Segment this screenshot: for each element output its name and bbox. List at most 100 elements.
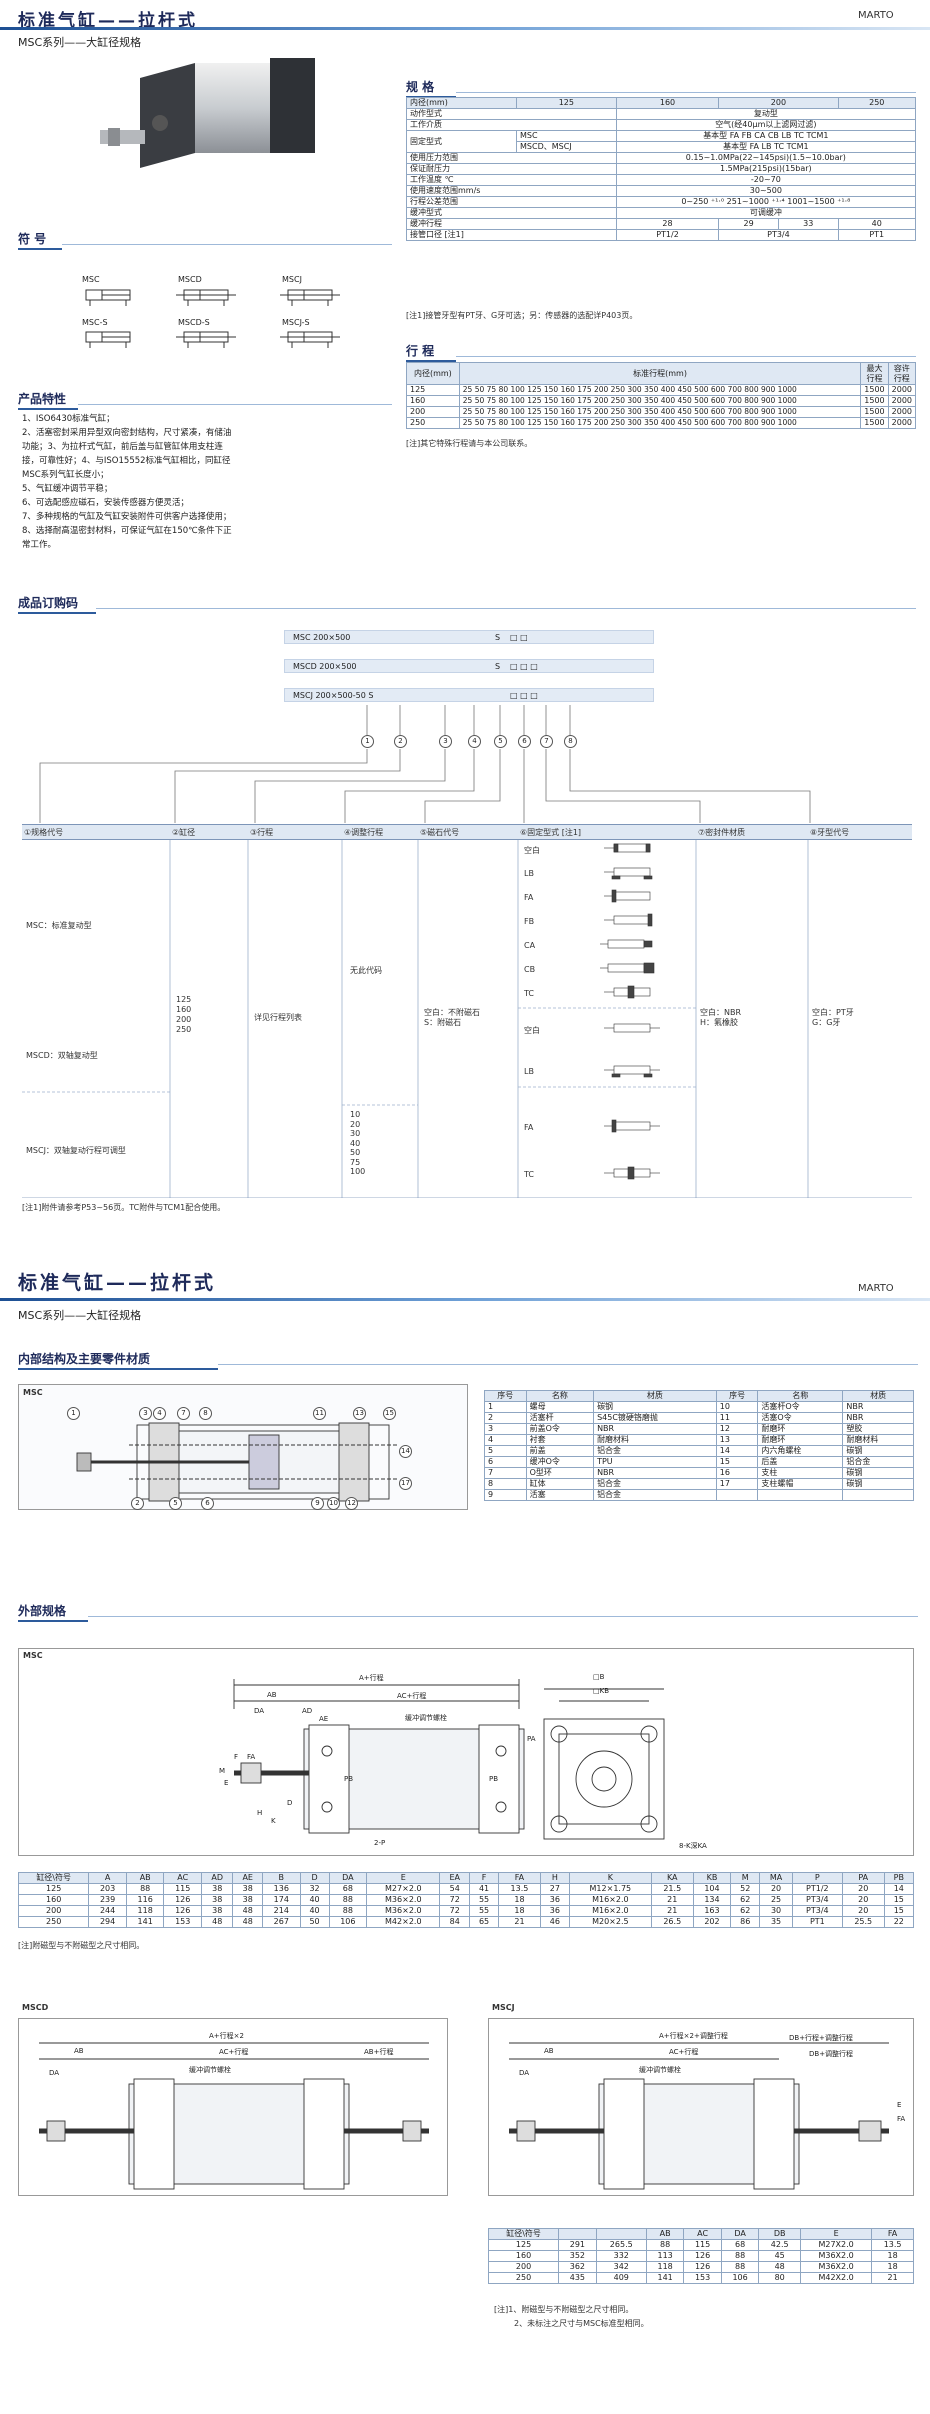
msc-dim-cell: 46 xyxy=(539,1916,570,1928)
stroke-std: 25 50 75 80 100 125 150 160 175 200 250 … xyxy=(458,406,862,418)
order-stroke-text: 详见行程列表 xyxy=(254,1013,302,1022)
order-example-boxes: □ □ □ xyxy=(510,691,538,700)
callout: 11 xyxy=(313,1407,326,1420)
mscd-dim-cushion: 缓冲调节螺栓 xyxy=(189,2066,231,2074)
part-cell: 活塞 xyxy=(525,1489,595,1501)
adjust-value: 75 xyxy=(350,1157,361,1167)
mscj-outline xyxy=(509,2042,889,2190)
mscj-dim-cell: 332 xyxy=(595,2250,647,2262)
spec-key: 使用速度范围mm/s xyxy=(406,185,617,197)
mscj-dim-cell: 21 xyxy=(871,2272,914,2284)
msc-dim-th: AD xyxy=(201,1872,234,1884)
spec-heading: 规 格 xyxy=(406,78,456,98)
parts-th: 序号 xyxy=(715,1390,759,1402)
part-cell: 耐磨材料 xyxy=(842,1434,914,1446)
msc-dim-cell: 106 xyxy=(328,1916,368,1928)
spec-key: 接管口径 [注1] xyxy=(406,229,617,241)
spec-key: 工作温度 ℃ xyxy=(406,174,617,186)
mount-code: FA xyxy=(524,893,534,902)
part-cell: NBR xyxy=(593,1423,717,1435)
dim-fa: FA xyxy=(247,1753,256,1761)
callout: 1 xyxy=(67,1407,80,1420)
feature-line: 6、可选配感应磁石，安装传感器方便灵活； xyxy=(22,498,189,508)
msc-dim-cell: 55 xyxy=(469,1905,500,1917)
msc-dim-cell: 48 xyxy=(201,1916,234,1928)
spec-code-msc: MSC：标准复动型 xyxy=(26,921,92,930)
order-bore: 200 xyxy=(176,1015,192,1024)
msc-dim-cell: 20 xyxy=(759,1883,793,1895)
msc-dim-cell: 38 xyxy=(201,1894,234,1906)
msc-dim-cell: 38 xyxy=(201,1905,234,1917)
mscj-drawing: A+行程×2+调整行程 AB AC+行程 DB+行程+调整行程 DB+调整行程 … xyxy=(488,2018,914,2196)
msc-dim-th: A xyxy=(88,1872,127,1884)
mscj-dim-cell: 18 xyxy=(871,2261,914,2273)
features-heading-line xyxy=(78,404,392,405)
order-bore: 160 xyxy=(176,1005,192,1014)
order-grid xyxy=(22,840,912,1198)
part-cell xyxy=(842,1489,914,1501)
msc-dim-cell: 36 xyxy=(539,1894,570,1906)
mscj-dim-cell: 200 xyxy=(487,2261,560,2273)
mscj-dim-th: AB xyxy=(645,2228,685,2240)
parts-th: 名称 xyxy=(757,1390,844,1402)
msc-dim-cell: 22 xyxy=(883,1916,915,1928)
msc-dim-cell: M42×2.0 xyxy=(366,1916,441,1928)
mscj-dim-cell: 141 xyxy=(645,2272,685,2284)
spec-mount-label: 固定型式 xyxy=(406,130,517,153)
mscj-dim-cell: 88 xyxy=(720,2250,760,2262)
dim-ka: 8-K深KA xyxy=(679,1842,707,1850)
brand-label: MARTO xyxy=(858,10,894,21)
stroke-std: 25 50 75 80 100 125 150 160 175 200 250 … xyxy=(458,395,862,407)
callout: 7 xyxy=(177,1407,190,1420)
msc-dim-cell: 88 xyxy=(328,1905,368,1917)
callout: 5 xyxy=(169,1497,182,1510)
magnet-option: 空白：不附磁石 xyxy=(424,1008,480,1017)
spec-port: PT1/2 xyxy=(615,229,720,241)
feature-line: 功能；3、为拉杆式气缸，前后盖与缸管缸体用支柱连 xyxy=(22,442,223,452)
feature-line: 1、ISO6430标准气缸； xyxy=(22,414,115,424)
msc-dim-cell: M16×2.0 xyxy=(568,1894,652,1906)
parts-th: 序号 xyxy=(484,1390,527,1402)
mscj-dim-th: DB xyxy=(758,2228,802,2240)
order-num-1: 1 xyxy=(361,735,374,748)
part-cell: 6 xyxy=(484,1456,527,1468)
part-cell: 13 xyxy=(715,1434,759,1446)
feature-line: 5、气缸缓冲调节平稳； xyxy=(22,484,113,494)
mscd-label: MSCD xyxy=(22,2003,49,2012)
msc-dim-cell: 21 xyxy=(650,1894,694,1906)
spec-key: 保证耐压力 xyxy=(406,163,617,175)
order-col: ⑦密封件材质 xyxy=(698,828,746,837)
msc-dim-cell: 84 xyxy=(439,1916,471,1928)
order-num-3: 3 xyxy=(439,735,452,748)
thread-option: G：G牙 xyxy=(812,1018,841,1027)
dim-e: E xyxy=(224,1779,229,1787)
mscj-dim-cell: 88 xyxy=(720,2261,760,2273)
stroke-bore: 125 xyxy=(406,384,460,396)
order-num-8: 8 xyxy=(564,735,577,748)
page2-subtitle: MSC系列——大缸径规格 xyxy=(18,1309,142,1322)
page-subtitle: MSC系列——大缸径规格 xyxy=(18,36,142,49)
order-example-magnet: S xyxy=(495,662,501,671)
msc-dim-th: KA xyxy=(650,1872,694,1884)
symbol-label: MSCD xyxy=(178,275,202,284)
msc-dim-cell: 203 xyxy=(88,1883,127,1895)
spec-key: 行程公差范围 xyxy=(406,196,617,208)
stroke-h-bore: 内径(mm) xyxy=(406,362,460,385)
order-heading: 成品订购码 xyxy=(18,594,96,614)
msc-dim-th: PA xyxy=(841,1872,885,1884)
msc-dim-cell: 72 xyxy=(439,1894,471,1906)
mount-code: TC xyxy=(524,1170,535,1179)
part-cell: 缓冲O令 xyxy=(525,1456,595,1468)
features-list: 1、ISO6430标准气缸； 2、活塞密封采用异型双向密封结构，尺寸紧凑，有储油… xyxy=(22,412,402,552)
header2-bar xyxy=(0,1298,930,1301)
msc-dim-cell: 26.5 xyxy=(650,1916,694,1928)
msc-dim-cell: 50 xyxy=(299,1916,330,1928)
mscj-dim-da: DA xyxy=(519,2069,530,2077)
dim-a: A+行程 xyxy=(359,1674,384,1682)
part-cell: 耐磨环 xyxy=(757,1423,844,1435)
mscj-dim-cell: 435 xyxy=(558,2272,597,2284)
msc-dim-cell: 15 xyxy=(883,1905,915,1917)
